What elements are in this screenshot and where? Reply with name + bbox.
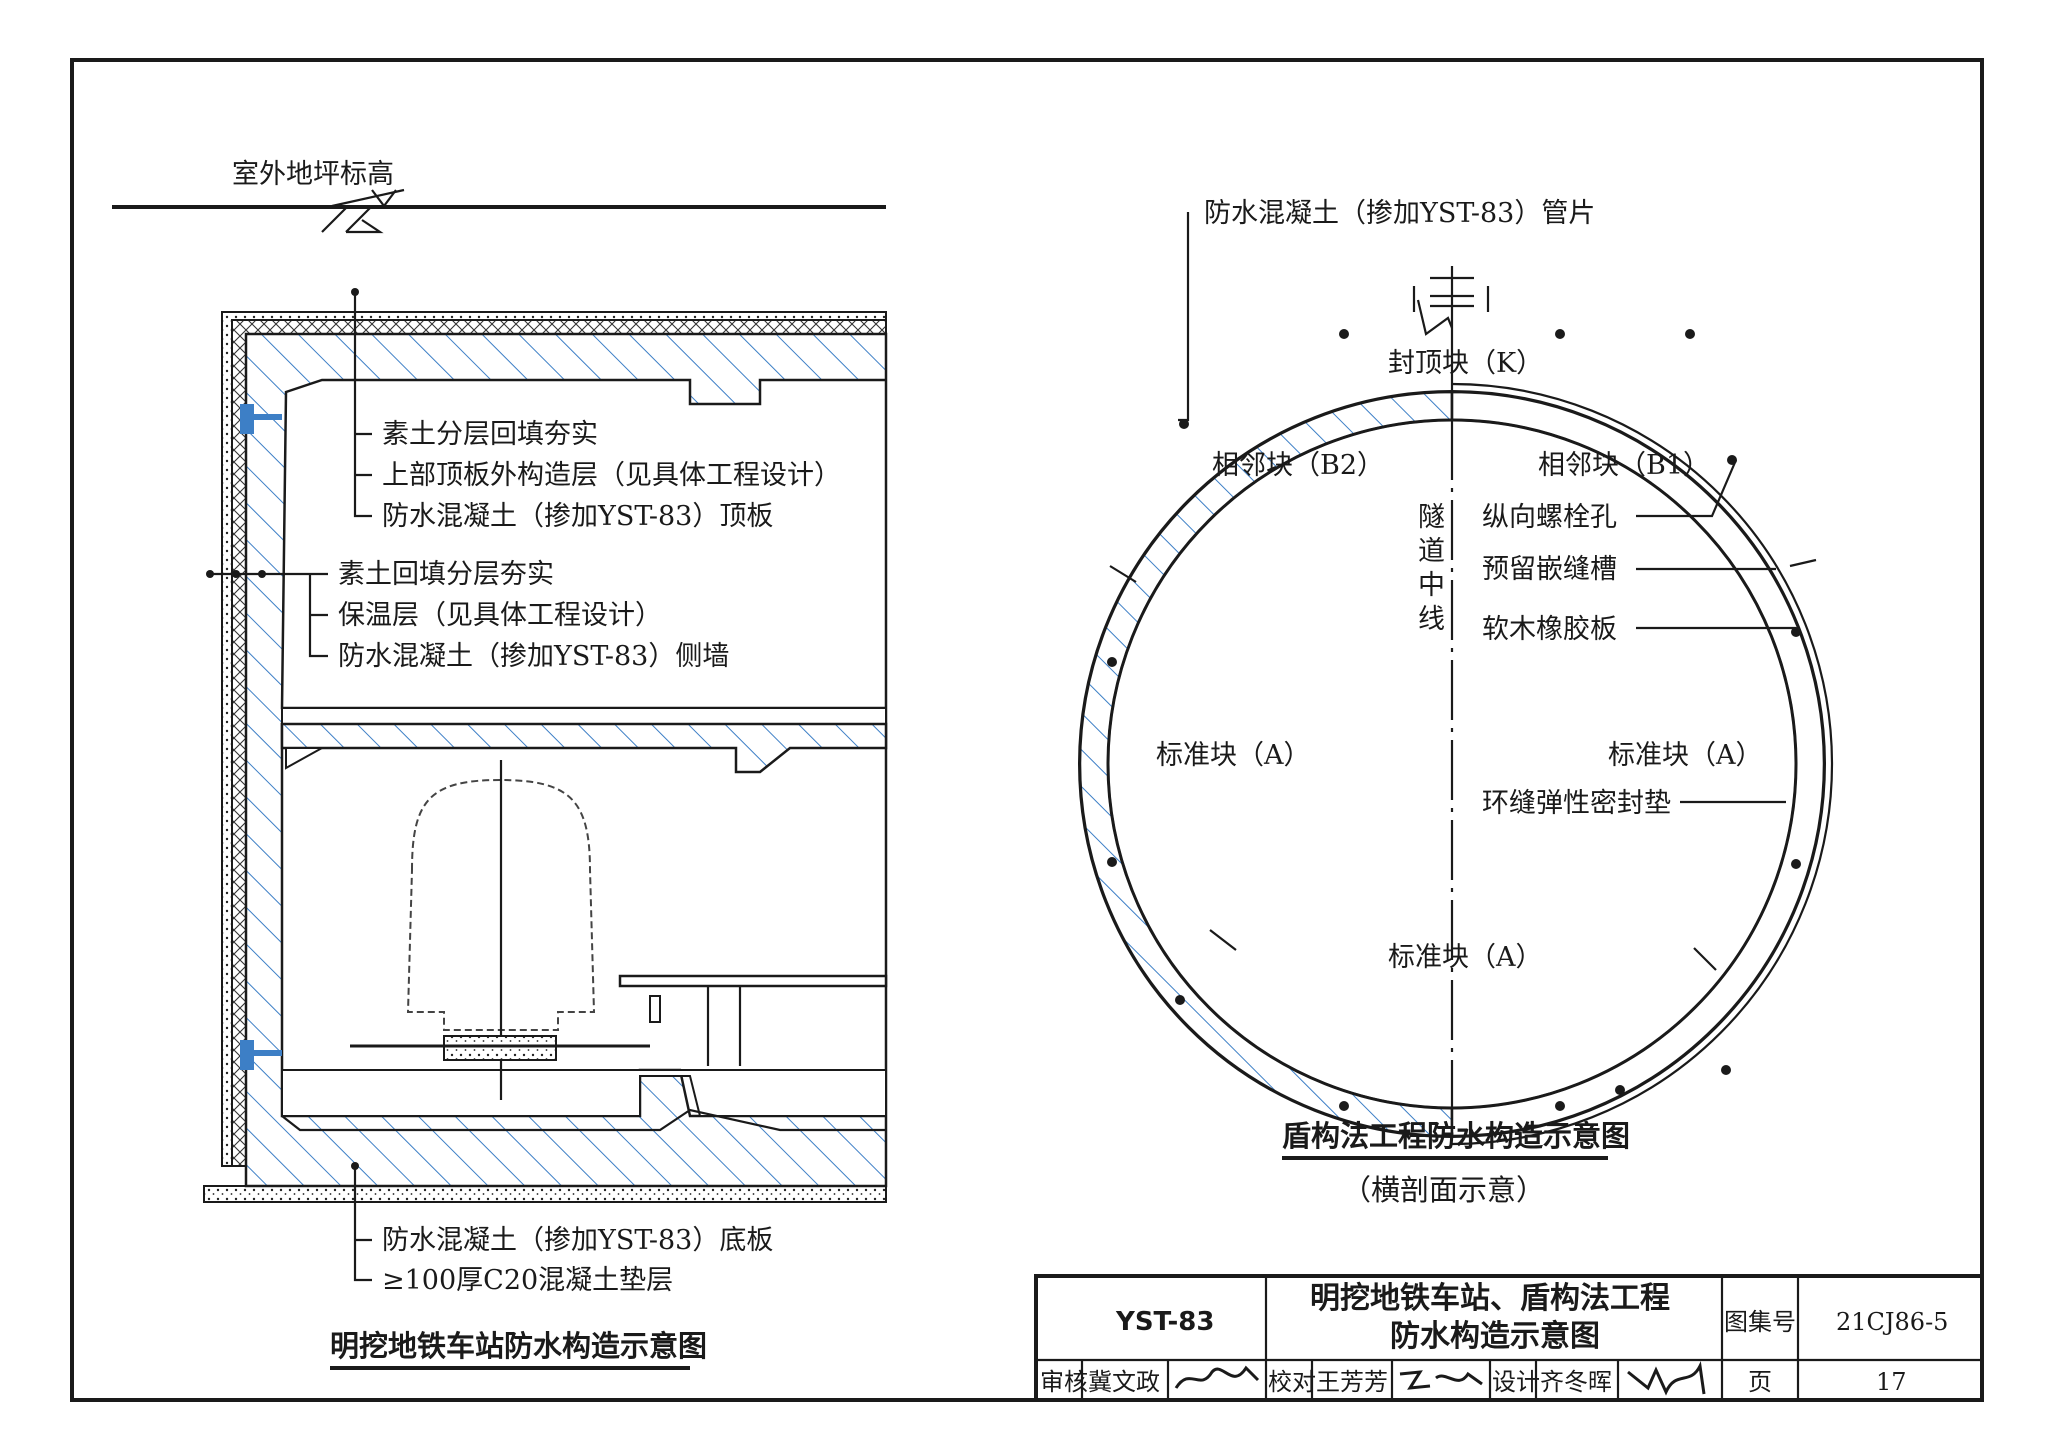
svg-text:隧: 隧 bbox=[1418, 502, 1445, 533]
checker-signature bbox=[1399, 1370, 1483, 1390]
wall-anchor-icon bbox=[240, 404, 254, 434]
key-block bbox=[1412, 286, 1490, 312]
elevation-mark-icon bbox=[321, 188, 405, 234]
svg-text:线: 线 bbox=[1418, 604, 1445, 635]
designer-name: 齐冬晖 bbox=[1540, 1368, 1612, 1396]
standard-block-bottom-label: 标准块（A） bbox=[1388, 942, 1543, 973]
svg-text:道: 道 bbox=[1418, 536, 1445, 567]
design-label: 设计 bbox=[1492, 1368, 1540, 1396]
key-block-label: 封顶块（K） bbox=[1388, 348, 1543, 379]
product-code: YST-83 bbox=[1115, 1307, 1214, 1337]
reviewer-name: 冀文政 bbox=[1088, 1368, 1160, 1396]
base-slab bbox=[281, 1069, 887, 1117]
drawing-title-line1: 明挖地铁车站、盾构法工程 bbox=[1310, 1281, 1670, 1316]
svg-text:中: 中 bbox=[1418, 570, 1445, 601]
roof-callout-1: 素土分层回填夯实 bbox=[382, 419, 598, 450]
cork-rubber-label: 软木橡胶板 bbox=[1482, 614, 1617, 645]
bolt-hole-label: 纵向螺栓孔 bbox=[1482, 502, 1617, 533]
roof-leader bbox=[353, 292, 372, 518]
base-callout-1: 防水混凝土（掺加YST-83）底板 bbox=[382, 1225, 773, 1256]
adjacent-b1-label: 相邻块（B1） bbox=[1538, 450, 1710, 481]
designer-signature bbox=[1627, 1361, 1706, 1396]
drawing-title-line2: 防水构造示意图 bbox=[1390, 1319, 1600, 1354]
mid-slab-beam bbox=[280, 722, 888, 774]
wall-callout-1: 素土回填分层夯实 bbox=[338, 559, 554, 590]
checker-name: 王芳芳 bbox=[1316, 1368, 1388, 1396]
standard-block-right-label: 标准块（A） bbox=[1608, 740, 1763, 771]
train-outline-icon bbox=[350, 760, 650, 1100]
base-leader bbox=[353, 1166, 372, 1282]
mid-slab bbox=[281, 707, 887, 725]
base-callout-2: ≥100厚C20混凝土垫层 bbox=[382, 1265, 673, 1296]
bolt-holes bbox=[1107, 329, 1801, 1111]
atlas-number: 21CJ86-5 bbox=[1836, 1308, 1948, 1336]
open-cut-station-diagram: 室外地坪标高 bbox=[112, 159, 888, 1370]
ground-label: 室外地坪标高 bbox=[232, 159, 394, 190]
atlas-number-label: 图集号 bbox=[1724, 1308, 1796, 1336]
platform bbox=[618, 974, 888, 1066]
sheet-border bbox=[70, 58, 1984, 1402]
right-diagram-subtitle: （横剖面示意） bbox=[1342, 1173, 1545, 1207]
right-diagram-title: 盾构法工程防水构造示意图 bbox=[1282, 1119, 1630, 1153]
standard-block-left-label: 标准块（A） bbox=[1156, 740, 1311, 771]
centerline-label: 隧 道 中 线 bbox=[1418, 502, 1445, 635]
adjacent-b2-label: 相邻块（B2） bbox=[1212, 450, 1384, 481]
left-diagram-title: 明挖地铁车站防水构造示意图 bbox=[330, 1329, 707, 1363]
reserved-groove-label: 预留嵌缝槽 bbox=[1482, 554, 1617, 585]
page-label: 页 bbox=[1748, 1368, 1772, 1396]
roof-callout-2: 上部顶板外构造层（见具体工程设计） bbox=[382, 460, 841, 491]
reviewer-signature bbox=[1174, 1365, 1260, 1389]
review-label: 审核 bbox=[1040, 1368, 1088, 1396]
check-label: 校对 bbox=[1268, 1368, 1316, 1396]
wall-anchor-icon bbox=[240, 1040, 254, 1070]
shield-tunnel-diagram: 防水混凝土（掺加YST-83）管片 封顶块（K） 相邻块（B2） 相邻块（B1）… bbox=[1078, 198, 1834, 1207]
page-number: 17 bbox=[1876, 1368, 1907, 1396]
segment-leader bbox=[1178, 212, 1190, 422]
gasket-label: 环缝弹性密封垫 bbox=[1482, 788, 1671, 819]
roof-callout-3: 防水混凝土（掺加YST-83）顶板 bbox=[382, 501, 773, 532]
title-block: YST-83 明挖地铁车站、盾构法工程 防水构造示意图 图集号 21CJ86-5… bbox=[1034, 1274, 1984, 1402]
wall-callout-3: 防水混凝土（掺加YST-83）侧墙 bbox=[338, 641, 729, 672]
base-cushion-layer bbox=[203, 1185, 887, 1203]
wall-callout-2: 保温层（见具体工程设计） bbox=[338, 600, 662, 631]
segment-label: 防水混凝土（掺加YST-83）管片 bbox=[1204, 198, 1595, 229]
